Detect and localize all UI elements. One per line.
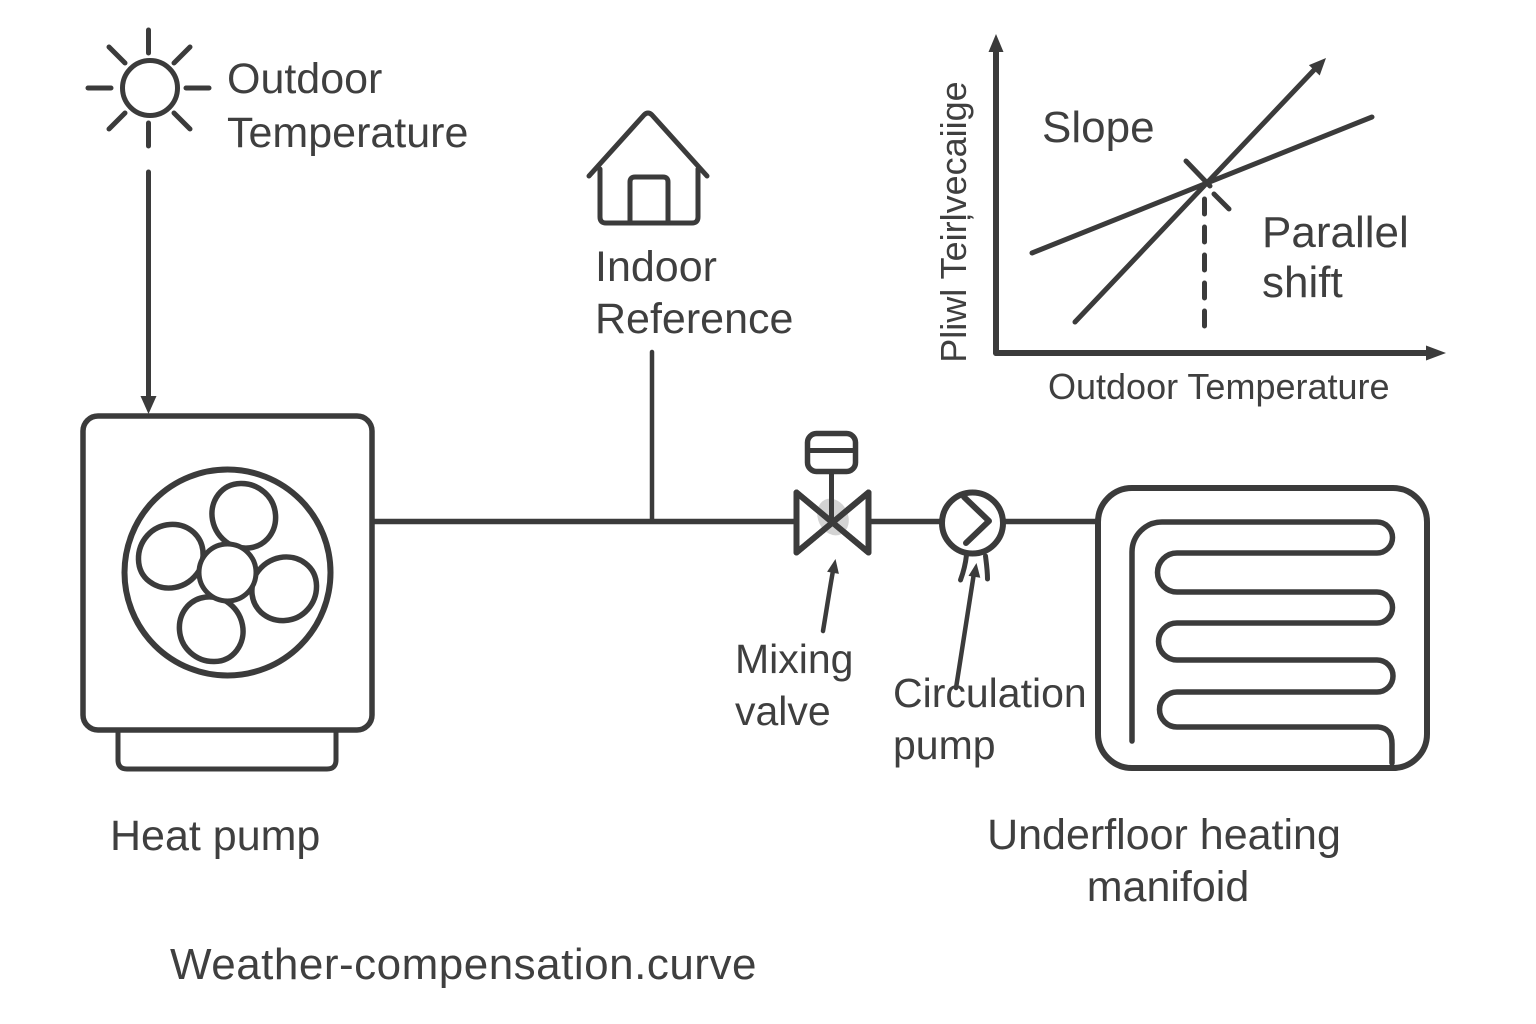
mixing-valve-label-line1: Mixing: [735, 636, 853, 682]
circulation-pump-icon: [939, 489, 1006, 583]
manifold-body: [1095, 485, 1430, 771]
chart-steep-curve: [1072, 58, 1326, 325]
chart-axes: [988, 34, 1446, 361]
mixing-valve-group: Mixing valve: [735, 430, 872, 734]
circulation-pump-group: Circulation pump: [893, 489, 1087, 768]
mixing-valve-icon: [793, 430, 872, 556]
inset-chart: Slope Parallel shift Outdoor Temperature…: [933, 34, 1446, 407]
heat-pump-base: [115, 728, 339, 772]
mixing-valve-pointer-arrow: [820, 559, 839, 634]
mixing-valve-label-line2: valve: [735, 688, 831, 734]
outdoor-label-line2: Temperature: [227, 109, 468, 157]
chart-slope-annotation: Slope: [1042, 103, 1155, 152]
circulation-pump-pointer-arrow: [953, 563, 981, 691]
sun-icon: [85, 27, 212, 149]
heat-pump-label: Heat pump: [110, 812, 320, 860]
outdoor-label-line1: Outdoor: [227, 55, 382, 103]
outdoor-sensor-group: Outdoor Temperature: [85, 27, 468, 414]
outdoor-to-heatpump-arrow: [140, 169, 157, 414]
circulation-pump-label-line2: pump: [893, 722, 996, 768]
indoor-label-line1: Indoor: [595, 243, 717, 291]
chart-x-axis-label: Outdoor Temperature: [1048, 366, 1390, 407]
chart-intersection-dash: [1211, 191, 1232, 212]
chart-parallel-annotation-line2: shift: [1262, 258, 1343, 307]
indoor-reference-group: Indoor Reference: [586, 110, 793, 524]
chart-intersection-tick: [1183, 158, 1213, 189]
manifold-label-line1: Underfloor heating: [987, 811, 1341, 859]
underfloor-manifold-group: Underfloor heating manifoid: [987, 485, 1430, 911]
circulation-pump-label-line1: Circulation: [893, 670, 1087, 716]
chart-y-axis-label: Pliwl Teirļvecaiige: [933, 81, 974, 362]
heat-pump-group: Heat pump: [80, 413, 375, 860]
chart-shallow-curve: [1029, 114, 1375, 256]
manifold-label-line2: manifoid: [1087, 863, 1250, 911]
indoor-label-line2: Reference: [595, 295, 793, 343]
fan-icon: [121, 466, 334, 679]
diagram-caption: Weather-compensation.curve: [170, 940, 757, 989]
house-icon: [586, 110, 710, 226]
chart-parallel-annotation-line1: Parallel: [1262, 208, 1409, 257]
heating-coil-icon: [1129, 519, 1396, 766]
